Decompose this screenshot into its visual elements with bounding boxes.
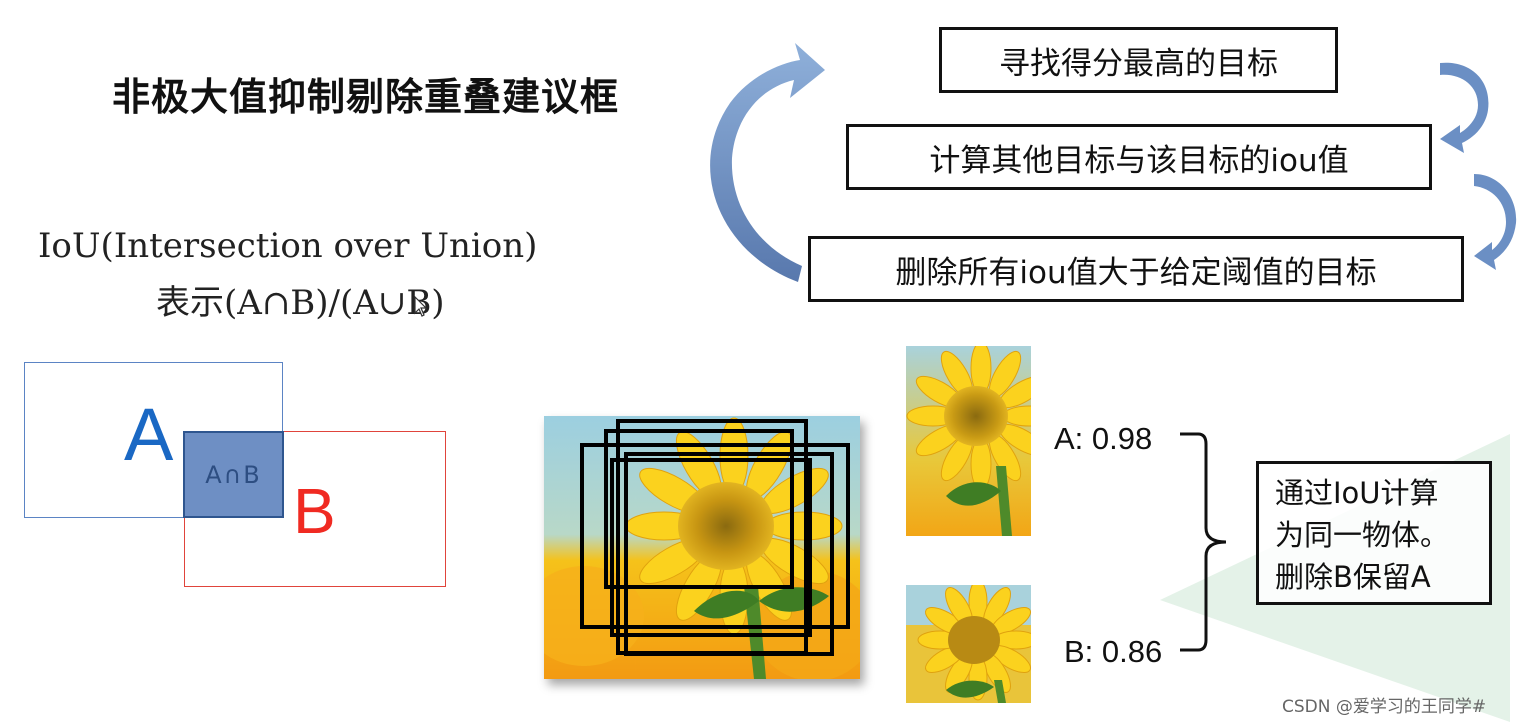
- box-b-label: B: [293, 475, 336, 547]
- grouping-brace-icon: [1180, 432, 1227, 652]
- sunflower-crop-b: [906, 585, 1031, 703]
- mouse-cursor-icon: [414, 296, 428, 317]
- score-a-label: A: 0.98: [1054, 421, 1153, 456]
- note-line-1: 通过IoU计算: [1275, 476, 1439, 510]
- note-line-3: 删除B保留A: [1275, 560, 1431, 594]
- step-box-1: 寻找得分最高的目标: [939, 27, 1338, 93]
- intersection-box: A∩B: [183, 431, 284, 518]
- step-arrow-1-icon: [1440, 62, 1489, 153]
- loop-back-arrow-icon: [710, 43, 825, 282]
- sunflower-crop-a: [906, 346, 1031, 536]
- page-title: 非极大值抑制剔除重叠建议框: [112, 75, 620, 119]
- iou-definition-line1: IoU(Intersection over Union): [38, 226, 538, 266]
- step-box-2: 计算其他目标与该目标的iou值: [846, 124, 1432, 190]
- iou-definition-line2: 表示(A∩B)/(A∪B): [156, 283, 445, 323]
- box-a-label: A: [124, 393, 174, 476]
- sunflower-image-with-boxes: [544, 416, 860, 679]
- watermark-text: CSDN @爱学习的王同学#: [1282, 697, 1487, 717]
- note-line-2: 为同一物体。: [1275, 518, 1450, 552]
- score-b-label: B: 0.86: [1064, 634, 1163, 669]
- conclusion-note-box: 通过IoU计算 为同一物体。 删除B保留A: [1256, 461, 1492, 605]
- step-arrow-2-icon: [1474, 174, 1517, 270]
- intersection-label: A∩B: [205, 460, 262, 489]
- step-box-3: 删除所有iou值大于给定阈值的目标: [808, 236, 1464, 302]
